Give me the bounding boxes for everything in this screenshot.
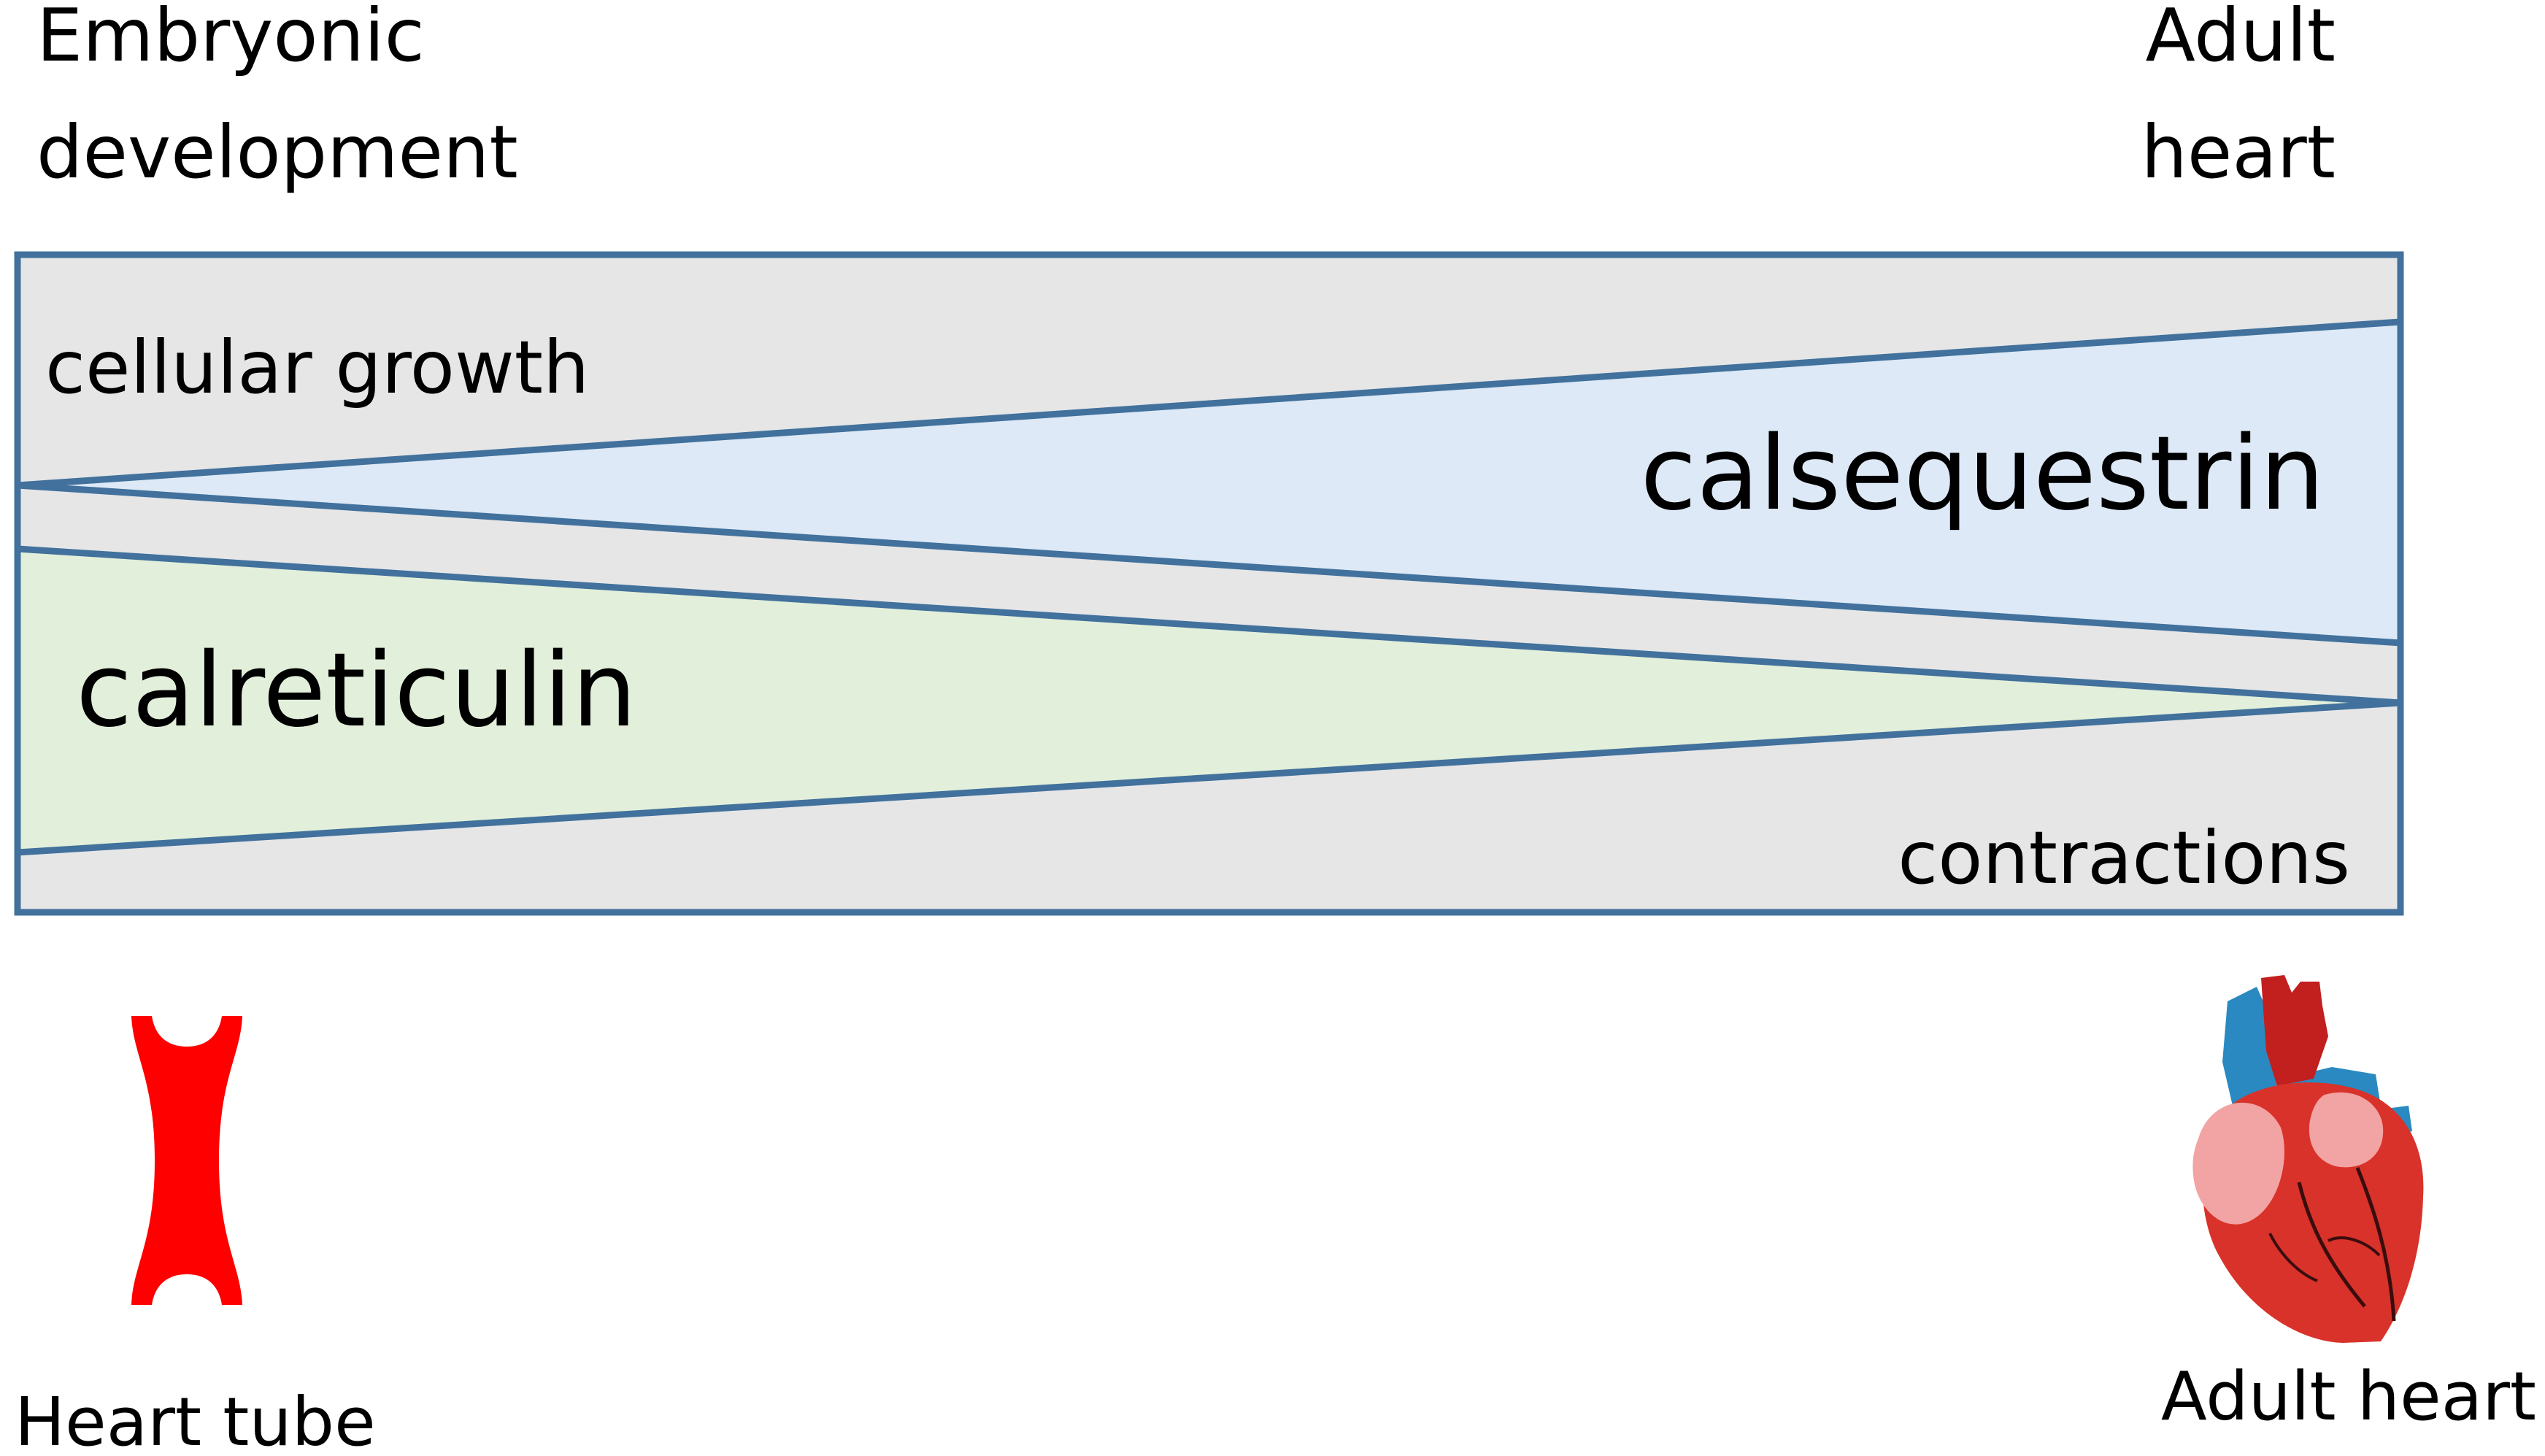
header-right-line1: Adult xyxy=(2146,0,2336,78)
panel-border xyxy=(14,251,2404,916)
header-left-line2: development xyxy=(36,109,518,195)
header-left-line1: Embryonic xyxy=(36,0,425,78)
header-right-line2: heart xyxy=(2141,109,2336,195)
calreticulin-label: calreticulin xyxy=(76,631,636,750)
contractions-label: contractions xyxy=(1898,815,2350,901)
heart-tube-caption: Heart tube xyxy=(15,1383,376,1456)
adult-heart-caption: Adult heart xyxy=(2161,1357,2536,1436)
heart-tube-icon xyxy=(131,1016,242,1305)
adult-heart-icon xyxy=(2192,975,2424,1343)
cellular-growth-label: cellular growth xyxy=(45,325,589,410)
calsequestrin-label: calsequestrin xyxy=(1641,415,2325,534)
